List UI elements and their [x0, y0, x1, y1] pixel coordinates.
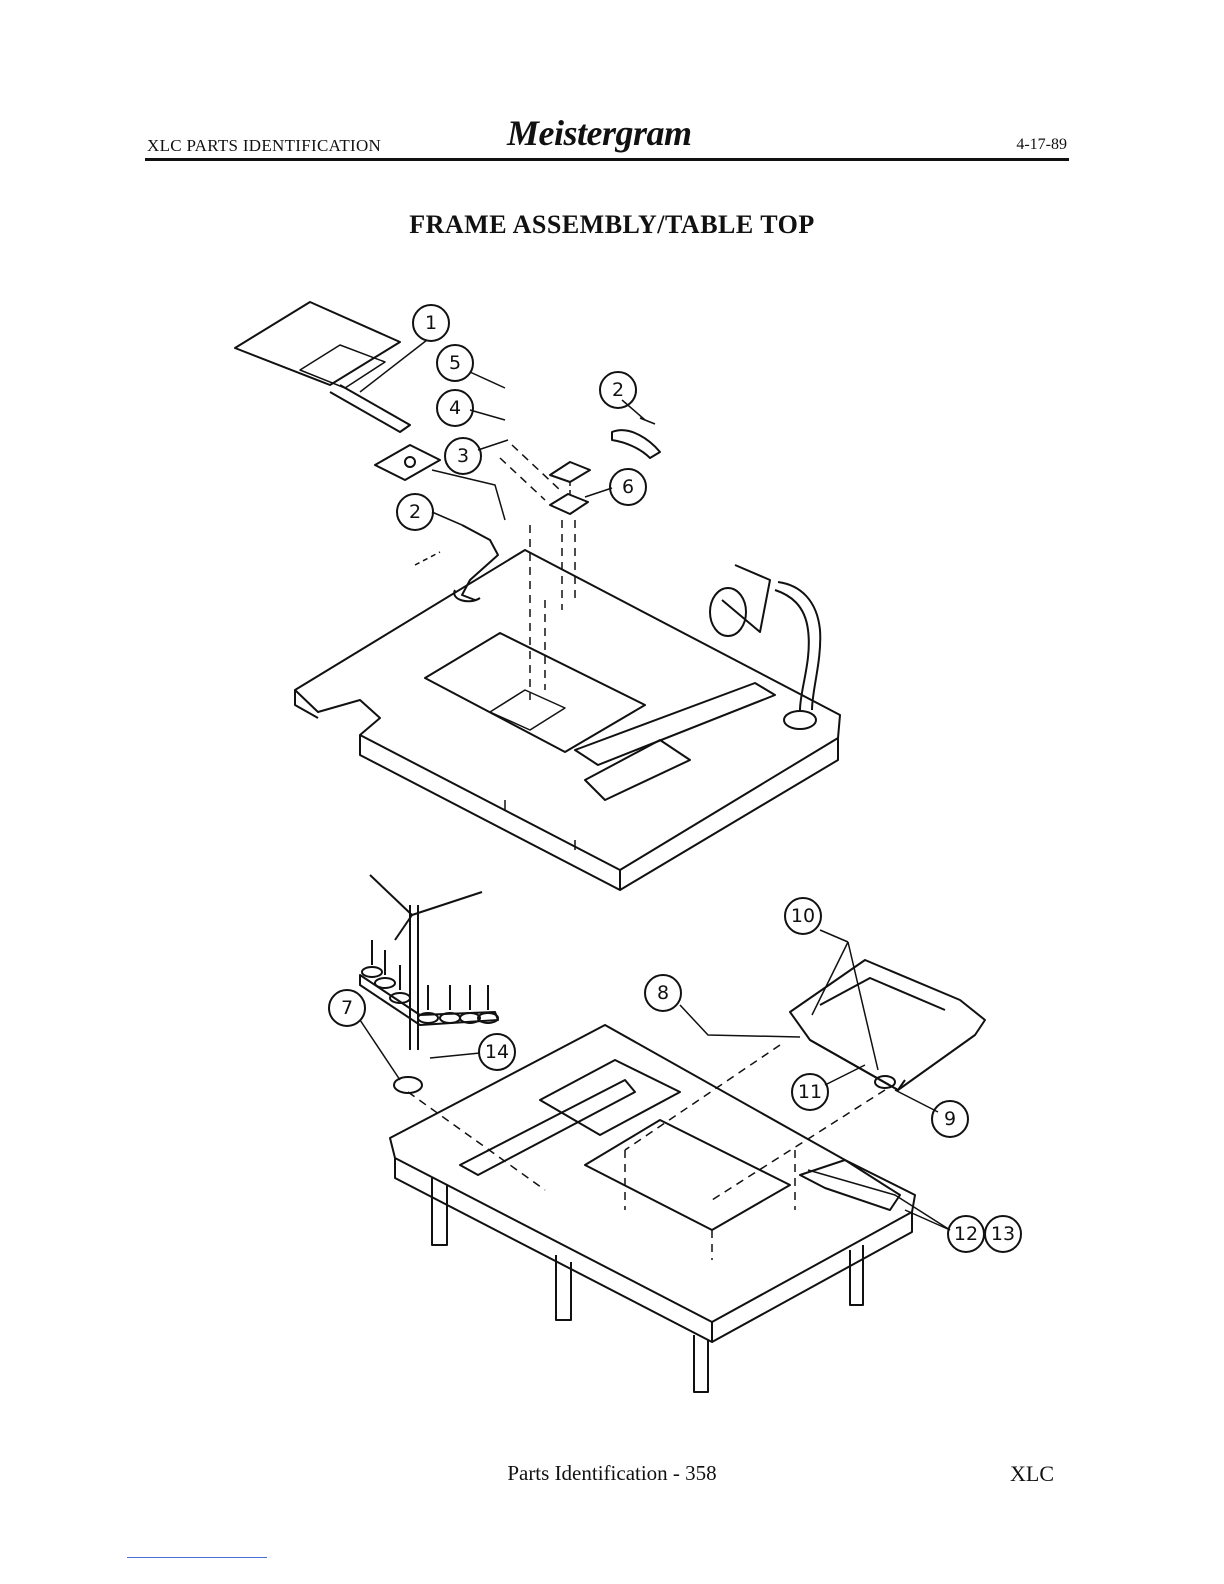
- lower-leader-lines: [408, 1045, 885, 1260]
- callout-1: 1: [425, 312, 437, 334]
- footer-model: XLC: [1010, 1461, 1054, 1487]
- callout-14: 14: [485, 1041, 509, 1063]
- callout-4: 4: [449, 397, 461, 419]
- upper-leader-lines: [500, 445, 575, 700]
- part-6-bracket: [550, 462, 590, 514]
- callout-3: 3: [457, 445, 469, 467]
- callout-12: 12: [954, 1223, 978, 1245]
- callout-7: 7: [341, 997, 353, 1019]
- callout-13: 13: [991, 1223, 1015, 1245]
- callout-5: 5: [449, 352, 461, 374]
- part-7-thread-stand: [360, 875, 498, 1093]
- callout-2-left: 2: [409, 501, 421, 523]
- callout-8: 8: [657, 982, 669, 1004]
- callout-10: 10: [791, 905, 815, 927]
- part-2-bracket-left: [415, 525, 498, 601]
- callout-9: 9: [944, 1108, 956, 1130]
- callout-6: 6: [622, 476, 634, 498]
- part-11-drawer: [790, 960, 985, 1090]
- callout-2-right: 2: [612, 379, 624, 401]
- part-2-bracket-right: [612, 418, 660, 458]
- callout-11: 11: [798, 1081, 822, 1103]
- part-1-arm: [235, 302, 440, 480]
- hyperlink-underline: [127, 1557, 267, 1558]
- upper-table-top: [295, 550, 840, 890]
- upper-callout-leaders: [360, 340, 645, 525]
